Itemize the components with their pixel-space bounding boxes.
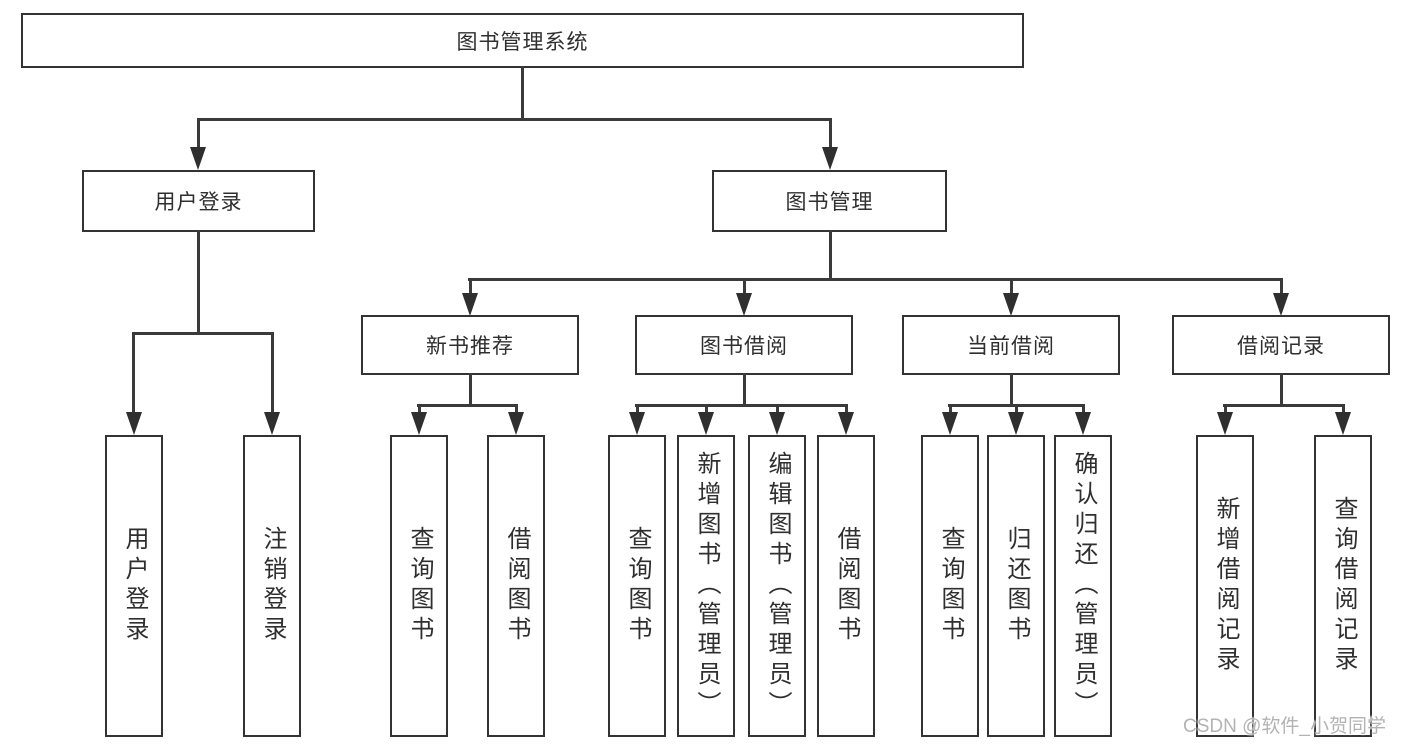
connector-line — [636, 404, 639, 415]
leaf-add-borrow-record-label: 新增借阅记录 — [1212, 496, 1239, 676]
arrowhead-icon — [411, 412, 427, 435]
leaf-query-books-recommend-label: 查询图书 — [406, 526, 433, 646]
leaf-edit-books-admin-label: 编辑图书（管理员） — [764, 451, 791, 721]
node-book-borrowing-label: 图书借阅 — [700, 335, 788, 358]
arrowhead-icon — [508, 412, 524, 435]
connector-line — [197, 230, 200, 334]
leaf-return-books: 归还图书 — [987, 435, 1045, 737]
connector-line — [1280, 373, 1283, 406]
leaf-borrow-books: 借阅图书 — [817, 435, 875, 737]
arrowhead-icon — [629, 412, 645, 435]
leaf-confirm-return-admin-label: 确认归还（管理员） — [1070, 451, 1097, 721]
arrowhead-icon — [822, 147, 838, 170]
leaf-query-books-recommend: 查询图书 — [390, 435, 448, 737]
connector-line — [132, 332, 135, 413]
connector-line — [418, 404, 421, 415]
connector-line — [515, 404, 518, 415]
leaf-add-borrow-record: 新增借阅记录 — [1196, 435, 1254, 737]
arrowhead-icon — [462, 293, 478, 316]
arrowhead-icon — [1003, 293, 1019, 316]
arrowhead-icon — [736, 293, 752, 316]
leaf-user-login-label: 用户登录 — [121, 526, 148, 646]
arrowhead-icon — [126, 412, 142, 435]
leaf-query-books-borrowing: 查询图书 — [608, 435, 666, 737]
arrowhead-icon — [769, 412, 785, 435]
connector-line — [705, 404, 708, 415]
connector-line — [197, 118, 832, 121]
node-new-book-recommend: 新书推荐 — [361, 315, 579, 375]
connector-line — [1015, 404, 1018, 415]
arrowhead-icon — [1273, 293, 1289, 316]
connector-line — [829, 230, 832, 280]
leaf-query-books-borrowing-label: 查询图书 — [624, 526, 651, 646]
connector-line — [1342, 404, 1345, 415]
leaf-add-books-admin: 新增图书（管理员） — [677, 435, 735, 737]
leaf-query-books-current-label: 查询图书 — [937, 526, 964, 646]
leaf-borrow-books-recommend-label: 借阅图书 — [503, 526, 530, 646]
leaf-query-books-current: 查询图书 — [921, 435, 979, 737]
connector-line — [1223, 404, 1345, 407]
leaf-logout-label: 注销登录 — [259, 526, 286, 646]
leaf-confirm-return-admin: 确认归还（管理员） — [1054, 435, 1112, 737]
leaf-user-login: 用户登录 — [105, 435, 163, 737]
connector-line — [949, 404, 952, 415]
node-new-book-recommend-label: 新书推荐 — [426, 335, 514, 358]
connector-line — [1280, 278, 1283, 295]
connector-line — [469, 278, 472, 295]
connector-line — [468, 278, 1282, 281]
connector-line — [417, 404, 518, 407]
connector-line — [521, 66, 524, 120]
arrowhead-icon — [1335, 412, 1351, 435]
node-book-borrowing: 图书借阅 — [635, 315, 853, 375]
connector-line — [469, 373, 472, 406]
node-book-management-label: 图书管理 — [785, 191, 874, 214]
connector-line — [1224, 404, 1227, 415]
arrowhead-icon — [264, 412, 280, 435]
arrowhead-icon — [838, 412, 854, 435]
connector-line — [845, 404, 848, 415]
leaf-borrow-books-label: 借阅图书 — [833, 526, 860, 646]
leaf-logout: 注销登录 — [243, 435, 301, 737]
node-borrow-records: 借阅记录 — [1172, 315, 1390, 375]
leaf-add-books-admin-label: 新增图书（管理员） — [693, 451, 720, 721]
node-root-label: 图书管理系统 — [456, 30, 589, 54]
node-borrow-records-label: 借阅记录 — [1237, 335, 1325, 358]
connector-line — [1082, 404, 1085, 415]
node-book-management: 图书管理 — [712, 170, 947, 232]
connector-line — [743, 278, 746, 295]
node-current-borrowing: 当前借阅 — [902, 315, 1120, 375]
node-current-borrowing-label: 当前借阅 — [967, 335, 1055, 358]
node-user-login-branch-label: 用户登录 — [154, 191, 243, 214]
leaf-query-borrow-record: 查询借阅记录 — [1314, 435, 1372, 737]
leaf-query-borrow-record-label: 查询借阅记录 — [1330, 496, 1357, 676]
connector-line — [743, 373, 746, 406]
arrowhead-icon — [190, 147, 206, 170]
leaf-return-books-label: 归还图书 — [1003, 526, 1030, 646]
connector-line — [829, 118, 832, 149]
connector-line — [1010, 373, 1013, 406]
leaf-edit-books-admin: 编辑图书（管理员） — [748, 435, 806, 737]
connector-line — [776, 404, 779, 415]
leaf-borrow-books-recommend: 借阅图书 — [487, 435, 545, 737]
arrowhead-icon — [1075, 412, 1091, 435]
connector-line — [132, 332, 274, 335]
node-root: 图书管理系统 — [21, 13, 1024, 68]
connector-line — [635, 404, 847, 407]
csdn-watermark: CSDN @软件_小贺同学 — [1183, 716, 1386, 737]
arrowhead-icon — [1008, 412, 1024, 435]
connector-line — [197, 118, 200, 149]
connector-line — [1010, 278, 1013, 295]
connector-line — [271, 332, 274, 413]
node-user-login-branch: 用户登录 — [82, 170, 315, 232]
arrowhead-icon — [942, 412, 958, 435]
arrowhead-icon — [1217, 412, 1233, 435]
arrowhead-icon — [698, 412, 714, 435]
